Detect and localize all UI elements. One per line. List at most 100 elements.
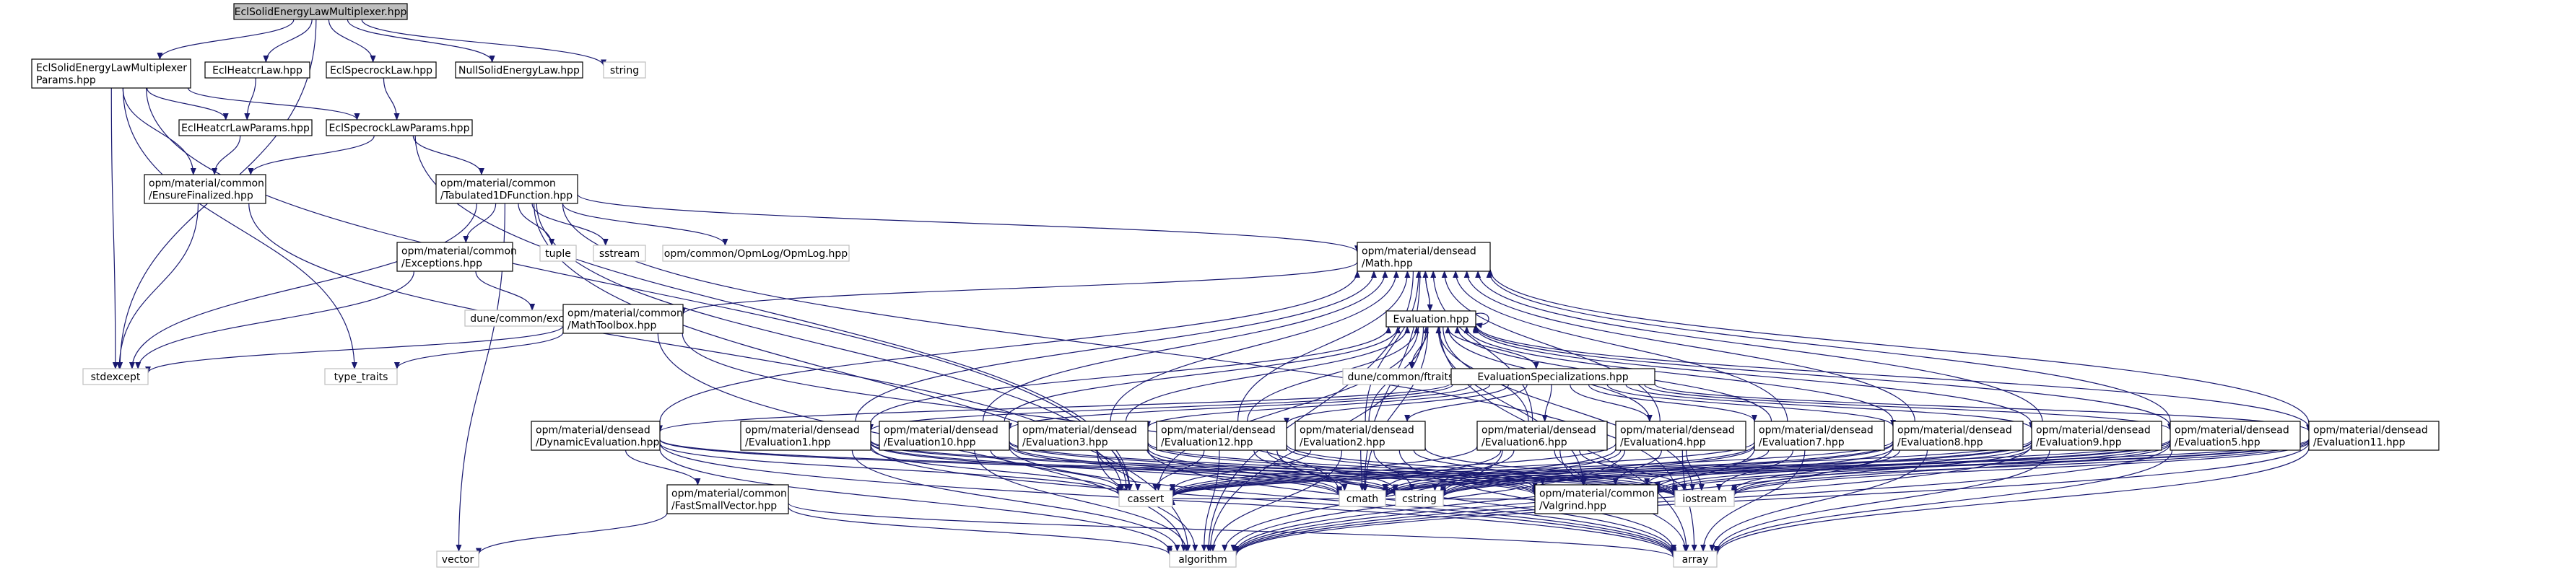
node-label-line: opm/material/common [440,178,556,190]
node-eval6[interactable]: opm/material/densead/Evaluation6.hpp [1476,421,1608,451]
edge-eval12-to-algorithm [1201,449,1220,552]
node-dyneval[interactable]: opm/material/densead/DynamicEvaluation.h… [531,421,661,451]
edge-params-to-heatcrparams [147,87,229,120]
edge-mathtoolbox-to-stdexcept [145,325,564,374]
edge-eval2-to-algorithm [1210,449,1343,552]
node-label-line: cassert [1128,493,1165,505]
node-box [1892,421,2024,451]
edge-dyneval-to-cassert [659,442,1122,496]
node-label-line: dune/common/ftraits.hh [1347,372,1469,383]
node-typetraits: type_traits [324,368,398,385]
node-ftraits: dune/common/ftraits.hh [1342,368,1475,385]
edge-evalspec-to-eval9 [1625,384,2035,430]
node-label-line: algorithm [1178,554,1227,566]
edge-eval9-to-valgrind [1655,444,2032,493]
node-eval2[interactable]: opm/material/densead/Evaluation2.hpp [1294,421,1426,451]
node-label-line: opm/material/common [149,178,264,190]
node-sstream: sstream [593,245,646,262]
edge-eval8-to-cstring [1440,443,1894,497]
node-label-line: opm/material/common [671,488,787,500]
edge-eval8-to-evaluation [1463,326,1894,422]
edge-eval10-to-algorithm [974,449,1189,552]
node-label-line: opm/material/common [401,246,517,258]
edge-eval4-to-math [1441,271,1661,422]
node-eval3[interactable]: opm/material/densead/Evaluation3.hpp [1017,421,1149,451]
node-label-line: opm/material/densead [1161,425,1276,436]
node-box [1118,490,1173,507]
edge-specrock-to-specrockparams [383,77,400,120]
node-evaluation[interactable]: Evaluation.hpp [1385,310,1476,328]
node-ensure[interactable]: opm/material/common/EnsureFinalized.hpp [144,174,266,204]
node-label-line: /Evaluation8.hpp [1897,437,1983,449]
node-specrockparams[interactable]: EclSpecrockLawParams.hpp [326,119,473,136]
node-eval7[interactable]: opm/material/densead/Evaluation7.hpp [1754,421,1885,451]
node-eval9[interactable]: opm/material/densead/Evaluation9.hpp [2031,421,2162,451]
node-label-line: /Evaluation2.hpp [1300,437,1385,449]
edge-eval11-to-valgrind [1655,440,2310,496]
node-mathtoolbox[interactable]: opm/material/common/MathToolbox.hpp [562,304,684,334]
edge-eval9-to-array [1714,449,2050,553]
node-box [1673,550,1718,568]
node-box [603,61,646,79]
node-math[interactable]: opm/material/densead/Math.hpp [1357,242,1491,272]
edge-eval12-to-evaluation [1247,326,1420,422]
edge-eval11-to-array [1714,447,2310,556]
node-label-line: cmath [1346,493,1378,505]
edge-eval7-to-cassert [1170,442,1755,497]
edge-eval7-to-math [1453,271,1788,422]
edge-tab1d-to-opmlog [562,203,728,246]
node-box [178,119,313,136]
node-eval8[interactable]: opm/material/densead/Evaluation8.hpp [1892,421,2024,451]
node-box [396,242,513,272]
edge-eval7-to-array [1700,449,1806,552]
edge-eval1-to-math [855,271,1377,422]
node-tab1d[interactable]: opm/material/common/Tabulated1DFunction.… [435,174,578,204]
edge-eval9-to-cstring [1440,442,2032,497]
edge-eval11-to-algorithm [1233,442,2310,557]
edge-root-to-specrock [328,19,376,63]
node-box [1169,550,1237,568]
edge-eval12-to-cmath [1253,449,1348,491]
node-box [31,58,191,89]
node-label-line: stdexcept [91,372,141,383]
node-eval11[interactable]: opm/material/densead/Evaluation11.hpp [2308,421,2440,451]
edge-eval4-to-cmath [1383,448,1616,495]
node-fastsmall[interactable]: opm/material/common/FastSmallVector.hpp [666,484,789,514]
edge-eval3-to-math [1110,271,1399,422]
node-label-line: Evaluation.hpp [1393,314,1469,325]
edge-eval8-to-math [1463,271,1915,422]
node-box [2308,421,2440,451]
node-label-line: NullSolidEnergyLaw.hpp [458,65,580,76]
node-heatcrparams[interactable]: EclHeatcrLawParams.hpp [178,119,313,136]
edge-eval1-to-array [870,444,1676,557]
node-valgrind[interactable]: opm/material/common/Valgrind.hpp [1534,484,1658,514]
node-algorithm: algorithm [1169,550,1237,568]
node-heatcr[interactable]: EclHeatcrLaw.hpp [204,61,310,79]
node-eval10[interactable]: opm/material/densead/Evaluation10.hpp [879,421,1010,451]
edge-eval4-to-cstring [1440,449,1622,494]
node-evalspec[interactable]: EvaluationSpecializations.hpp [1450,368,1655,385]
node-label-line: EvaluationSpecializations.hpp [1477,372,1628,383]
node-tuple: tuple [539,245,577,262]
edge-evalspec-to-eval8 [1606,384,1896,427]
edge-eval1-to-algorithm [851,449,1180,552]
node-eval4[interactable]: opm/material/densead/Evaluation4.hpp [1615,421,1746,451]
node-label-line: opm/material/densead [1620,425,1735,436]
node-nullsolid[interactable]: NullSolidEnergyLaw.hpp [455,61,583,79]
node-label-line: string [610,65,639,76]
edge-eval6-to-math [1430,271,1533,422]
node-eval12[interactable]: opm/material/densead/Evaluation12.hpp [1156,421,1287,451]
edge-eval11-to-cmath [1383,439,2310,499]
node-eval1[interactable]: opm/material/densead/Evaluation1.hpp [740,421,871,451]
node-eval5[interactable]: opm/material/densead/Evaluation5.hpp [2170,421,2301,451]
node-label-line: opm/material/densead [1362,246,1476,258]
edge-dyneval-to-math [659,270,1360,422]
edge-eval9-to-cassert [1170,439,2032,498]
node-root[interactable]: EclSolidEnergyLawMultiplexer.hpp [233,3,408,20]
node-specrock[interactable]: EclSpecrockLaw.hpp [326,61,437,79]
node-exceptions[interactable]: opm/material/common/Exceptions.hpp [396,242,517,272]
edge-eval12-to-math [1237,271,1411,422]
edge-eval8-to-valgrind [1655,447,1894,490]
node-vector: vector [436,550,479,568]
